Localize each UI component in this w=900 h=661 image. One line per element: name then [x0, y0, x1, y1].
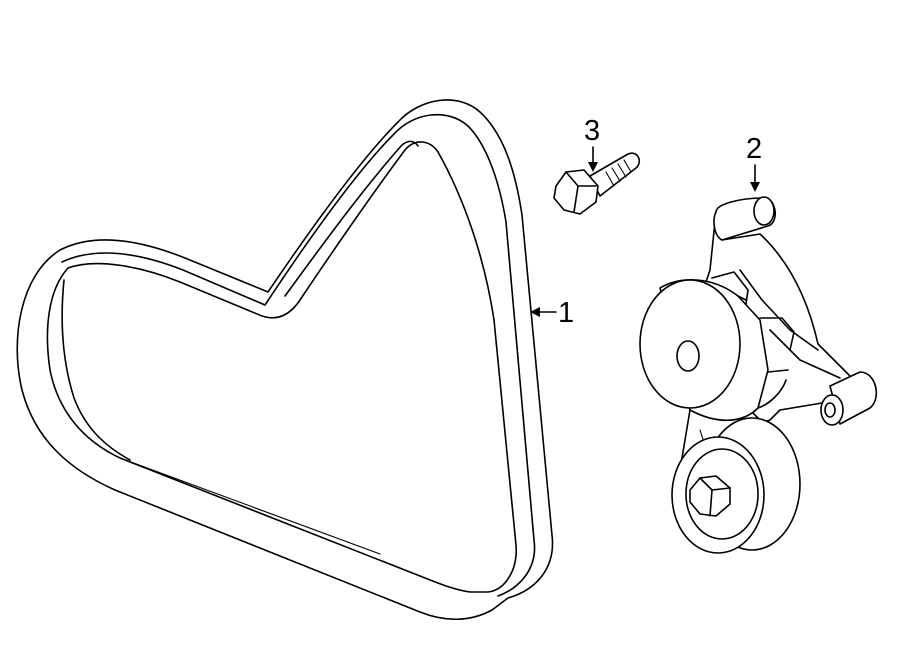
bolt[interactable]: [553, 152, 640, 215]
belt-rib-line: [119, 457, 381, 555]
right-boss-end: [820, 394, 844, 426]
bolt-head: [553, 169, 599, 215]
idler-pulley-hub: [685, 448, 759, 540]
tensioner-pulley-hole: [676, 340, 700, 372]
callout-1: 1: [530, 297, 574, 329]
idler-bolt-face: [699, 477, 731, 517]
callout-2-number: 2: [746, 133, 762, 165]
bolt-head-face: [565, 171, 597, 213]
spring-housing-2: [737, 295, 787, 409]
callout-2: 2: [746, 133, 762, 192]
spring-housing: [711, 271, 795, 373]
callout-1-number: 1: [558, 297, 574, 329]
belt-tensioner[interactable]: [639, 196, 878, 554]
serpentine-belt[interactable]: [16, 99, 554, 621]
bolt-thread: [617, 163, 627, 178]
idler-bolt-head: [689, 475, 731, 517]
belt-inner-groove-2: [284, 140, 419, 297]
callout-3-arrowhead: [588, 162, 598, 172]
bolt-thread: [611, 167, 621, 182]
callout-3: 3: [584, 115, 600, 172]
callout-2-arrowhead: [750, 182, 760, 192]
right-boss-hole: [824, 402, 836, 418]
belt-inner-groove: [61, 279, 131, 461]
callout-3-number: 3: [584, 115, 600, 147]
belt-rib-line-2: [505, 221, 535, 541]
top-boss-hole: [753, 196, 775, 226]
bracket-rib: [739, 269, 841, 379]
bolt-thread: [623, 159, 632, 173]
bolt-thread: [605, 171, 615, 187]
callout-1-arrowhead: [530, 307, 540, 317]
belt-inner-edge: [46, 141, 517, 593]
